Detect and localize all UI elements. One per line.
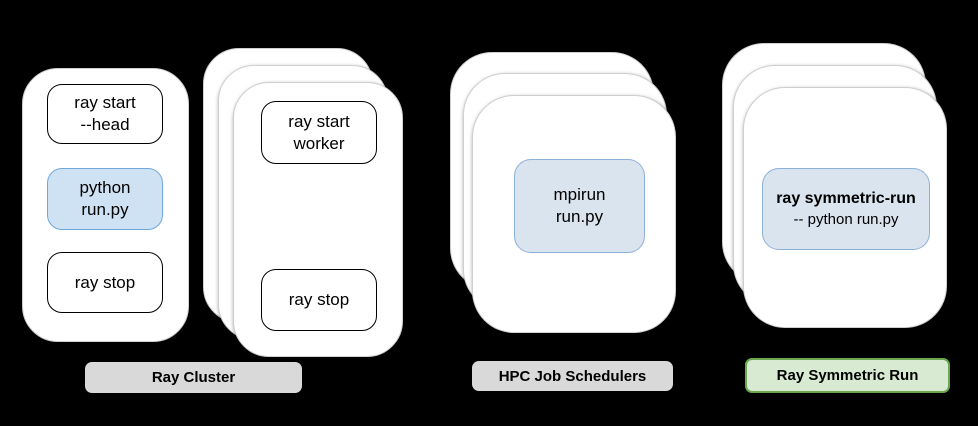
- cmd-box-mpirun: mpirun run.py: [514, 159, 645, 253]
- cmd-text-line: ray start: [74, 93, 136, 112]
- cmd-box-ray-start-head: ray start --head: [47, 84, 163, 144]
- cmd-box-ray-start-worker: ray start worker: [261, 101, 377, 164]
- cmd-text-line: -- python run.py: [793, 211, 899, 228]
- cmd-text-line: run.py: [555, 207, 604, 226]
- cmd-box-ray-stop-worker: ray stop: [261, 269, 377, 331]
- label-ray-symmetric-run: Ray Symmetric Run: [745, 358, 950, 393]
- cmd-text-line: run.py: [81, 200, 129, 219]
- cmd-text-line-bold: ray symmetric-run: [776, 190, 916, 207]
- cmd-text-line: worker: [293, 133, 345, 153]
- cmd-text-line: mpirun: [553, 185, 606, 204]
- head-node-card: ray start --head python run.py ray stop: [22, 68, 189, 342]
- cmd-text-line: ray stop: [74, 272, 136, 292]
- cmd-text-line: python: [79, 178, 131, 197]
- label-hpc-job-schedulers: HPC Job Schedulers: [472, 361, 673, 391]
- cmd-box-python-run: python run.py: [47, 168, 163, 230]
- cmd-text-line: --head: [80, 115, 130, 134]
- label-ray-cluster: Ray Cluster: [85, 362, 302, 393]
- cmd-text-line: ray stop: [288, 290, 350, 309]
- worker-node-card-front: ray start worker ray stop: [233, 82, 403, 357]
- hpc-node-card-front: mpirun run.py: [472, 95, 676, 333]
- cmd-text-line: ray start: [288, 111, 350, 131]
- cmd-box-ray-symmetric-run: ray symmetric-run -- python run.py: [762, 168, 930, 250]
- symmetric-node-card-front: ray symmetric-run -- python run.py: [743, 87, 947, 328]
- cmd-box-ray-stop: ray stop: [47, 252, 163, 313]
